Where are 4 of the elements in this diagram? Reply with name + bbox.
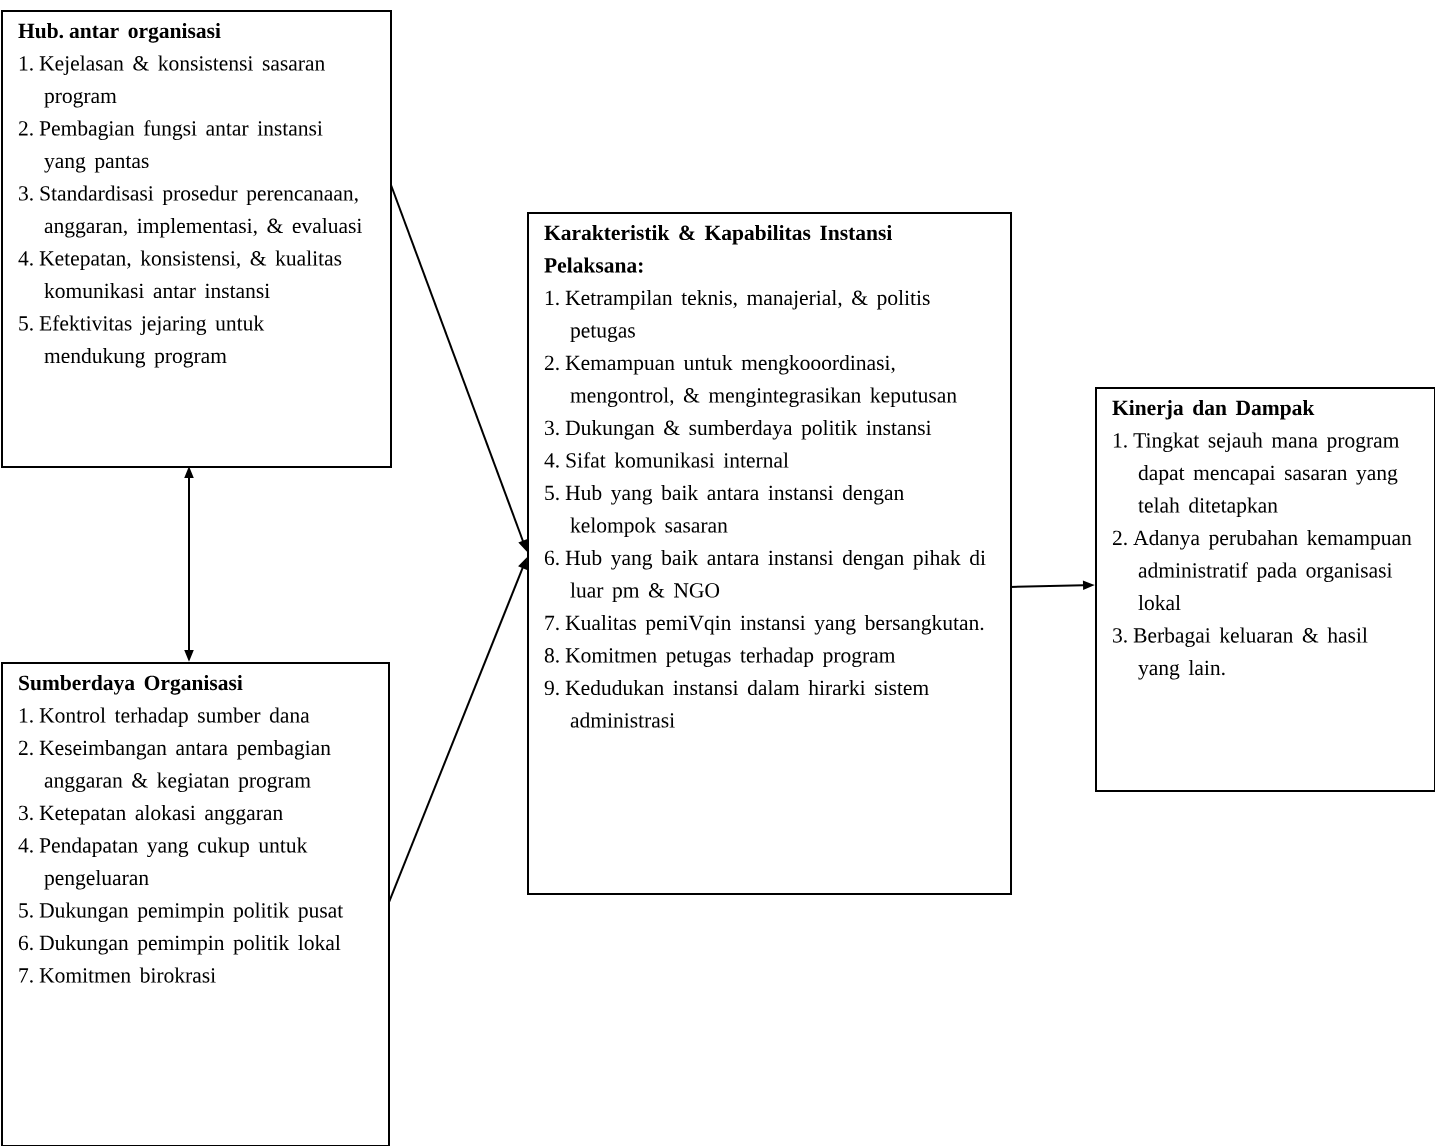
text-box: Kinerja dan Dampak 1. Tingkat sejauh mana program dapat mencapai sasaran yang telah ditetapkan 2. Adanya perubahan kemampuan administratif pada organisasi lokal 3. Berbagai keluaran & hasil yang lain. [1095,387,1435,792]
text-box: Hub. antar organisasi 1. Kejelasan & konsistensi sasaran program 2. Pembagian fungsi antar instansi yang pantas 3. Standardisasi prosedur perencanaan, anggaran, implementasi, & evaluasi 4. Ketepatan, konsistensi, & kualitas komunikasi antar instansi 5. Efektivitas jejaring untuk mendukung program [1,10,392,468]
text-box: Karakteristik & Kapabilitas Instansi Pelaksana: 1. Ketrampilan teknis, manajerial, & politis petugas 2. Kemampuan untuk mengkooordinasi, mengontrol, & mengintegrasikan keputusan 3. Dukungan & sumberdaya politik instansi 4. Sifat komunikasi internal 5. Hub yang baik antara instansi dengan kelompok sasaran 6. Hub yang baik antara instansi dengan pihak di luar pm & NGO 7. Kualitas pemiVqin instansi yang bersangkutan. 8. Komitmen petugas terhadap program 9. Kedudukan instansi dalam hirarki sistem administrasi [527,212,1012,895]
text-box: Sumberdaya Organisasi 1. Kontrol terhadap sumber dana 2. Keseimbangan antara pembagian anggaran & kegiatan program 3. Ketepatan alokasi anggaran 4. Pendapatan yang cukup untuk pengeluaran 5. Dukungan pemimpin politik pusat 6. Dukungan pemimpin politik lokal 7. Komitmen birokrasi [1,662,390,1146]
